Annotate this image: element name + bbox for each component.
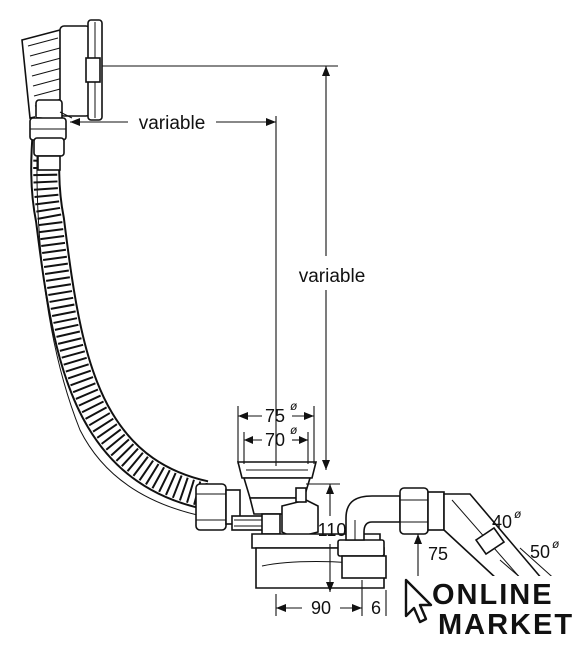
width-90-label: 90 (311, 598, 331, 618)
watermark-line1: ONLINE (432, 579, 554, 611)
inner-diameter-symbol: ø (290, 423, 298, 437)
overflow-head (21, 19, 103, 125)
outer-diameter-value: 75 (265, 406, 285, 426)
cursor-arrow-icon (404, 578, 433, 624)
horizontal-variable-label: variable (139, 113, 206, 134)
dimension-90-6: 90 6 (275, 580, 387, 618)
vertical-variable-label: variable (299, 266, 366, 287)
pipe-40-value: 40 (492, 512, 512, 532)
dimension-vertical-variable: variable (102, 65, 366, 470)
dimension-75-outlet: 75 (414, 534, 448, 590)
dimension-110: 110 (306, 483, 347, 592)
dimension-horizontal-variable: variable (70, 113, 277, 466)
inner-diameter-value: 70 (265, 430, 285, 450)
dimension-diameters: 75 ø 70 ø (237, 399, 315, 464)
pipe-50-value: 50 (530, 542, 550, 562)
flexible-hose (29, 116, 241, 523)
height-75-label: 75 (428, 544, 448, 564)
pipe-sizes: 40 ø 50 ø (492, 507, 560, 562)
online-market-watermark: ONLINE MARKET (400, 576, 586, 641)
watermark-line2: MARKET (438, 609, 574, 640)
pipe-40-symbol: ø (514, 507, 522, 521)
height-110-label: 110 (318, 520, 347, 540)
width-6-label: 6 (371, 598, 381, 618)
pipe-50-symbol: ø (552, 537, 560, 551)
outer-diameter-symbol: ø (290, 399, 298, 413)
